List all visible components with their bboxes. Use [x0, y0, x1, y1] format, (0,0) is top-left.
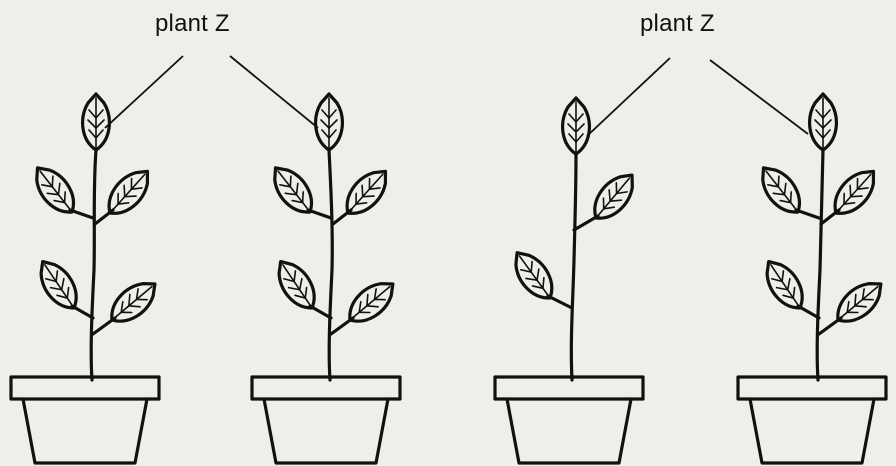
leader-line	[230, 56, 318, 128]
plant-3	[495, 98, 643, 463]
leaf	[758, 254, 812, 315]
terminal-bud	[316, 94, 343, 150]
leader-line	[710, 60, 808, 134]
leader-line	[587, 58, 670, 136]
pot	[738, 377, 886, 463]
leaf	[270, 254, 324, 315]
plant-1	[11, 94, 164, 463]
leader-line	[105, 56, 183, 128]
terminal-bud	[563, 98, 590, 154]
plant-4	[738, 94, 890, 463]
terminal-bud	[83, 94, 110, 150]
leaf	[100, 162, 157, 222]
terminal-bud	[810, 94, 837, 150]
pot	[495, 377, 643, 463]
plant-2	[252, 94, 402, 463]
leaf	[338, 162, 395, 222]
leaf	[826, 162, 883, 222]
leader-lines	[105, 56, 808, 136]
leaf	[32, 254, 86, 315]
pot	[252, 377, 400, 463]
pot	[11, 377, 159, 463]
